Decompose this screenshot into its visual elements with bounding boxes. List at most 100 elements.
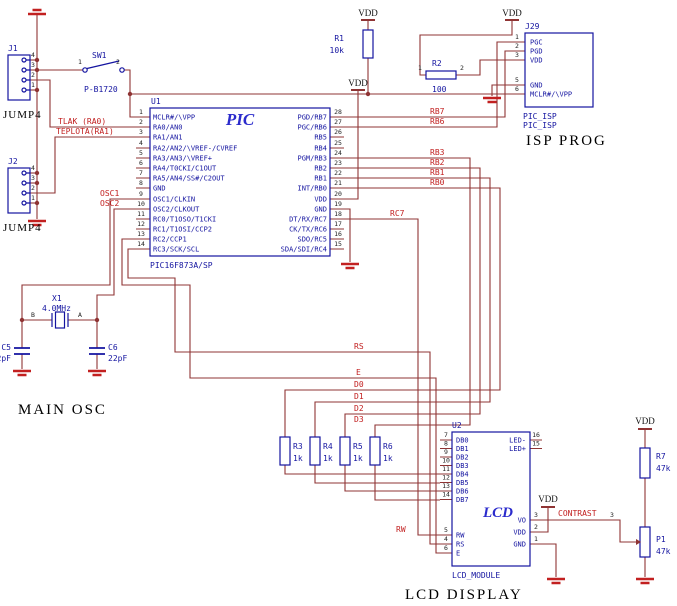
u1-pin-name: OSC2/CLKOUT: [153, 206, 200, 214]
u1-pin-name: RC0/T1OSO/T1CKI: [153, 216, 216, 224]
net-label-rb6: RB6: [430, 117, 445, 126]
sw1-part-label: P-B1720: [84, 85, 118, 94]
u1-pin-number: 5: [139, 149, 143, 157]
u1-pin-name: RA0/AN0: [153, 124, 183, 132]
net-label-e: E: [356, 368, 361, 377]
u2-pin-name: DB2: [456, 454, 469, 462]
u2-pin-number: 1: [534, 535, 538, 543]
u2-pin-name: VDD: [513, 529, 526, 537]
j29-pin-number: 5: [515, 76, 519, 84]
sw1-pin-number: 1: [78, 58, 82, 66]
r1-body: [362, 29, 374, 59]
u1-pin-name: RB5: [314, 134, 327, 142]
j29-pin-number: 1: [515, 33, 519, 41]
u1-pin-number: 20: [334, 190, 342, 198]
u1-pin-number: 9: [139, 190, 143, 198]
vdd-label: VDD: [538, 494, 558, 504]
r7-value: 47k: [656, 464, 671, 473]
net-label-tlak: TLAK (RA0): [58, 117, 106, 126]
u1-pin-number: 6: [139, 159, 143, 167]
u1-pin-number: 10: [137, 200, 145, 208]
u1-pin-name: RA3/AN3/\VREF+: [153, 155, 212, 163]
vdd-label: VDD: [348, 78, 368, 88]
u1-pin-name: SDO/RC5: [297, 236, 327, 244]
j1-part-label: JUMP4: [3, 109, 42, 121]
u1-pin-name: RA4/T0CKI/C1OUT: [153, 165, 217, 173]
u2-pin-name: LED+: [509, 445, 526, 453]
j1-pin-number: 3: [31, 61, 35, 69]
u1-pin-number: 7: [139, 169, 143, 177]
c6-symbol: [89, 347, 105, 355]
j1-pin-number: 2: [31, 71, 35, 79]
passive-texts: R1 10k R2 100 1 2 R3 1k R4 1k R5 1k R6 1…: [0, 34, 671, 556]
u1-pin-number: 2: [139, 118, 143, 126]
r7-ref: R7: [656, 452, 666, 461]
j2-pin-number: 2: [31, 184, 35, 192]
u2-title: LCD: [482, 505, 513, 521]
j1-pads: [21, 57, 30, 93]
net-label-rb7: RB7: [430, 107, 445, 116]
u1-pin-name: VDD: [314, 196, 327, 204]
u2-pin-name: GND: [513, 541, 526, 549]
p1-symbol: [636, 526, 651, 558]
net-label-osc1: OSC1: [100, 189, 119, 198]
gnd-symbol: [28, 219, 46, 227]
u1-pin-name: PGD/RB7: [297, 114, 327, 122]
u1-pin-name: OSC1/CLKIN: [153, 196, 195, 204]
u1-pin-name: DT/RX/RC7: [289, 216, 327, 224]
u1-pin-number: 18: [334, 210, 342, 218]
j2-pin-number: 4: [31, 164, 35, 172]
p1-value: 47k: [656, 547, 671, 556]
u1-pin-name: RC3/SCK/SCL: [153, 246, 199, 254]
r2-pin-number: 1: [418, 64, 422, 72]
u1-pin-name: CK/TX/RC6: [289, 226, 327, 234]
u2-pin-number: 12: [442, 474, 450, 482]
u2-pin-number: 11: [442, 465, 450, 473]
r7-body: [639, 447, 651, 479]
r2-ref: R2: [432, 59, 442, 68]
section-captions: MAIN OSC LCD DISPLAY: [18, 402, 521, 603]
u1-part: PIC16F873A/SP: [150, 261, 213, 270]
j29-body: [524, 32, 594, 108]
p1-ref: P1: [656, 535, 666, 544]
gnd-symbol: [341, 262, 359, 270]
r5-body: [339, 436, 351, 466]
u1-pin-number: 16: [334, 230, 342, 238]
u1-ref: U1: [151, 97, 161, 106]
x1-ref: X1: [52, 294, 62, 303]
u1-pin-number: 25: [334, 139, 342, 147]
u2-pin-number: 2: [534, 523, 538, 531]
sw1-pin-number: 2: [116, 58, 120, 66]
u2-pin-number: 3: [534, 511, 538, 519]
u2-pin-number: 15: [532, 440, 540, 448]
u1-pin-name: RA2/AN2/\VREF-/CVREF: [153, 145, 237, 153]
r6-ref: R6: [383, 442, 393, 451]
j29-name2: PIC_ISP: [523, 121, 557, 130]
r5-value: 1k: [353, 454, 363, 463]
j29-pin-number: 3: [515, 51, 519, 59]
u2-pin-name: DB3: [456, 462, 469, 470]
x1-pad-b: B: [31, 311, 35, 319]
u2-pin-name: DB7: [456, 496, 469, 504]
r1-value: 10k: [330, 46, 345, 55]
sw1-symbol: [82, 60, 125, 73]
u1-texts: U1 PIC PIC16F873A/SP 1 2 3 4 5 6 7 8 9 1…: [137, 97, 342, 270]
u2-pin-number: 16: [532, 431, 540, 439]
u1-pin-number: 1: [139, 108, 143, 116]
u2-pin-number: 13: [442, 482, 450, 490]
u1-pin-name: GND: [153, 185, 166, 193]
x1-value: 4.0MHz: [42, 304, 71, 313]
gnd-symbol: [483, 96, 501, 104]
net-label-rb3: RB3: [430, 148, 445, 157]
j1-pin-number: 1: [31, 81, 35, 89]
net-label-rb0: RB0: [430, 178, 445, 187]
u1-pin-name: MCLR#/\VPP: [153, 114, 195, 122]
net-label-rc7: RC7: [390, 209, 405, 218]
r4-ref: R4: [323, 442, 333, 451]
u1-pin-name: RB4: [314, 145, 327, 153]
gnd-symbol: [13, 369, 31, 377]
net-label-rb1: RB1: [430, 168, 445, 177]
vdd-label: VDD: [358, 8, 378, 18]
u1-pin-name: SDA/SDI/RC4: [281, 246, 327, 254]
